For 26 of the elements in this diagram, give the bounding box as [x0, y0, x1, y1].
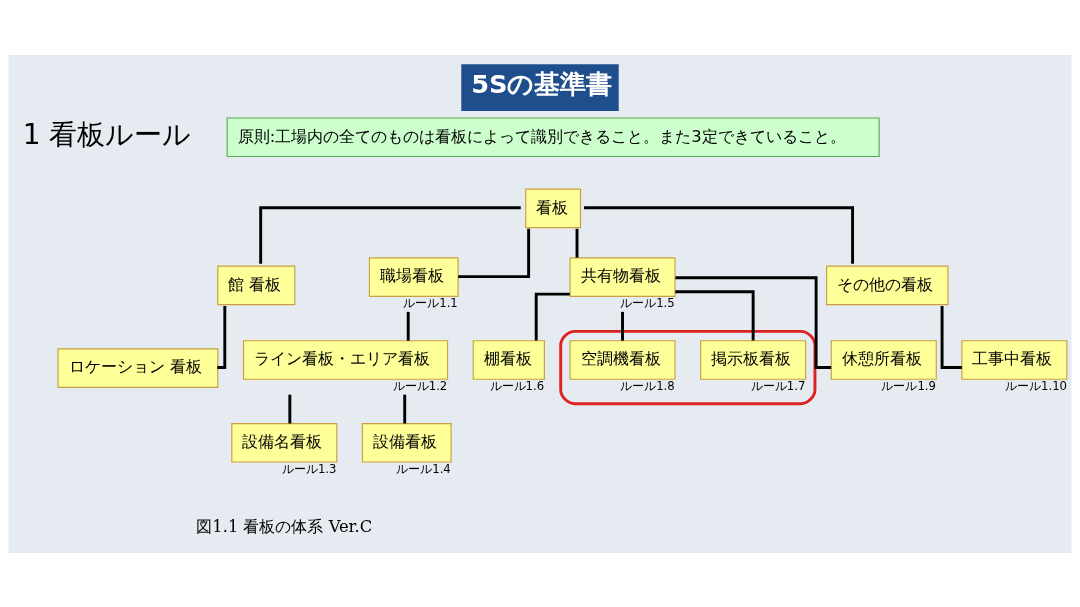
- connector: [575, 228, 579, 258]
- diagram-title: 5Sの基準書: [471, 68, 613, 99]
- node-label: ルール1.1: [403, 295, 458, 310]
- node-label: ルール1.6: [489, 378, 545, 393]
- connector: [288, 394, 292, 423]
- node-label: ルール1.4: [396, 461, 451, 476]
- node-label: ルール1.5: [620, 295, 675, 310]
- connector: [584, 205, 854, 264]
- connector: [675, 275, 832, 369]
- node-label: ルール1.10: [1005, 378, 1068, 393]
- node-label: ルール1.3: [281, 461, 337, 476]
- cluster: [559, 329, 817, 405]
- connector: [534, 292, 570, 341]
- connector: [458, 228, 531, 278]
- connector: [403, 394, 407, 423]
- connector: [259, 205, 521, 264]
- connector: [621, 311, 624, 341]
- connector: [217, 305, 227, 369]
- caption: 図1.1 看板の体系 Ver.C: [196, 516, 373, 536]
- connector: [675, 289, 755, 341]
- connector: [406, 311, 410, 341]
- node-label: ルール1.2: [392, 378, 448, 393]
- node-label: ルール1.7: [750, 378, 806, 393]
- node-label: ルール1.9: [881, 378, 936, 393]
- label: 1 看板ルール: [22, 117, 192, 151]
- node-label: ルール1.8: [620, 378, 675, 393]
